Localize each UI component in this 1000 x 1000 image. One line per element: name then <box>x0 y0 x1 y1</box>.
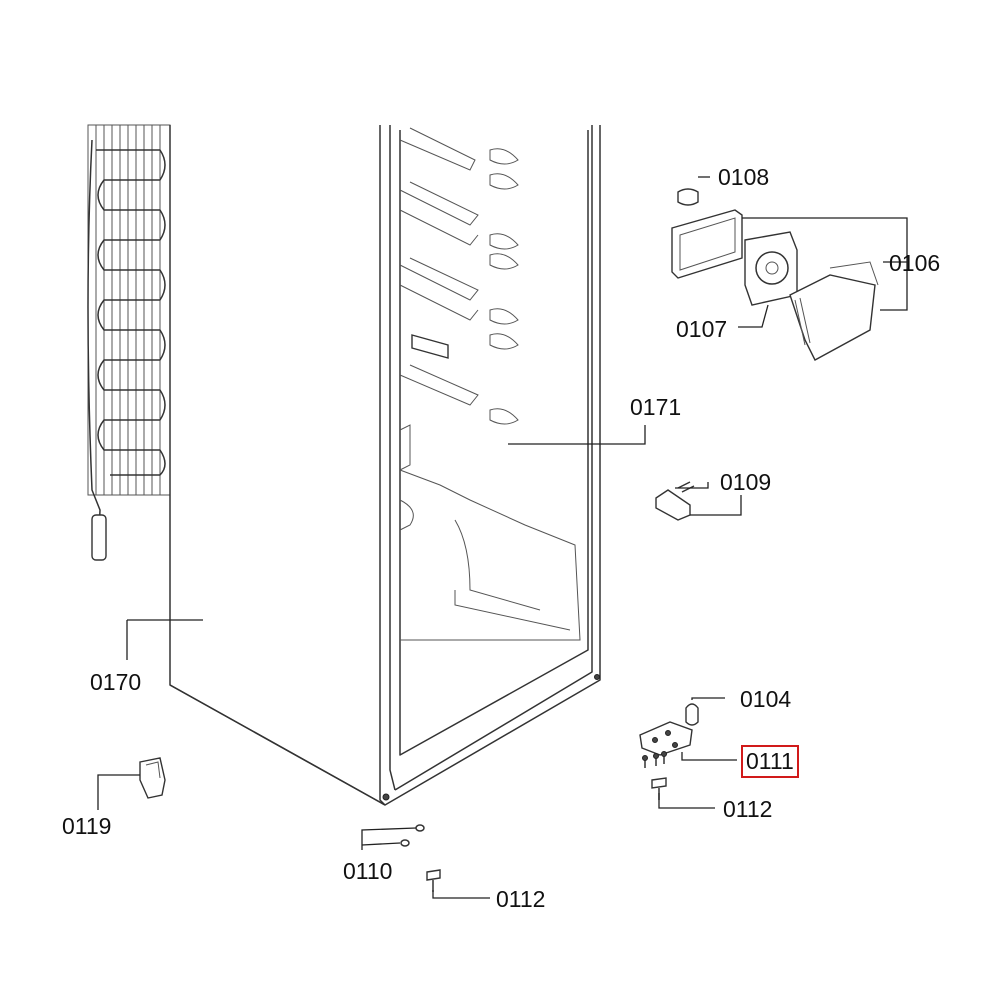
part-label-0106[interactable]: 0106 <box>889 250 941 276</box>
part-label-0108[interactable]: 0108 <box>718 164 770 190</box>
small-parts <box>139 481 699 892</box>
part-label-0109[interactable]: 0109 <box>720 469 772 495</box>
part-label-0111-highlighted[interactable]: 0111 <box>741 745 799 778</box>
fan-assembly <box>671 188 879 361</box>
part-label-0119[interactable]: 0119 <box>62 813 112 839</box>
part-label-0170[interactable]: 0170 <box>90 669 142 695</box>
part-label-0112-right[interactable]: 0112 <box>723 796 773 822</box>
part-label-0110[interactable]: 0110 <box>343 858 393 884</box>
condenser-coil <box>87 124 171 561</box>
part-label-0171[interactable]: 0171 <box>630 394 682 420</box>
part-label-0112-bottom[interactable]: 0112 <box>496 886 546 912</box>
part-label-0104[interactable]: 0104 <box>740 686 792 712</box>
part-label-0107[interactable]: 0107 <box>676 316 728 342</box>
cabinet-body <box>169 125 601 806</box>
leader-lines <box>97 176 908 899</box>
